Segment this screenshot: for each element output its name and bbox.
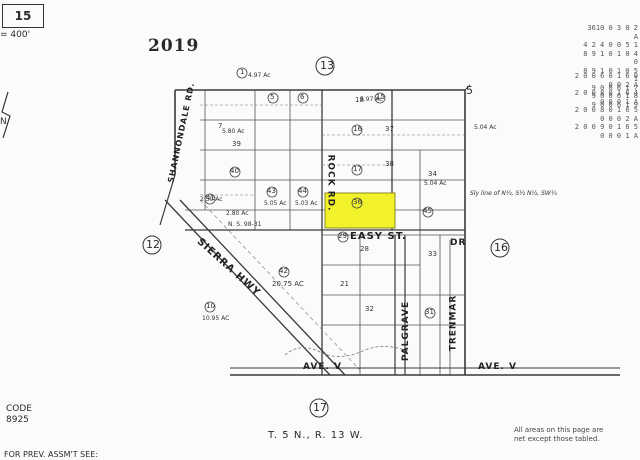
parcel-45: 45 <box>423 207 432 215</box>
code-value: 8925 <box>6 415 29 425</box>
parcel-28: 28 <box>360 245 369 253</box>
book-number: 15 <box>14 9 32 23</box>
north-arrow-icon <box>1 91 11 139</box>
acreage-label: 5.80 Ac <box>222 128 245 135</box>
section-south: 17 <box>313 401 327 414</box>
parcel-5: 5 <box>270 93 275 101</box>
road-dr: DR <box>450 238 467 248</box>
prev-assessment-label: FOR PREV. ASSM'T SEE: <box>4 450 99 459</box>
parcel-43: 43 <box>267 187 276 195</box>
code-block: CODE 8925 <box>6 404 32 426</box>
parcel-7: 7 <box>218 122 223 130</box>
parcel-34: 34 <box>428 170 437 178</box>
parcel-16: 16 <box>353 125 362 133</box>
parcel-41: 41 <box>206 194 215 202</box>
parcel-6: 6 <box>300 93 305 101</box>
acreage-label: 5.05 Ac <box>264 200 287 207</box>
parcel-42: 42 <box>279 267 288 275</box>
acreage-label: 20.75 AC <box>272 280 304 288</box>
book-number-box: 15 <box>2 4 44 28</box>
acreage-label: 5.97 Ac <box>360 96 383 103</box>
section-north: 13 <box>320 59 334 72</box>
code-label: CODE <box>6 404 32 414</box>
parcel-36: 36 <box>353 198 362 206</box>
road-easy-st: EASY ST. <box>350 231 407 242</box>
acreage-label: 5.04 Ac <box>474 124 497 131</box>
parcel-15: 15 <box>376 93 385 101</box>
parcel-31: 31 <box>425 308 434 316</box>
road-ave-v-east: AVE. V <box>478 362 517 372</box>
acreage-label: 10.95 AC <box>202 315 230 322</box>
parcel-17: 17 <box>353 165 362 173</box>
parcel-40: 40 <box>230 167 239 175</box>
svg-text:N: N <box>0 117 7 127</box>
ns-label: N. S. 98-31 <box>228 221 262 228</box>
parcel-1: 1 <box>240 68 245 76</box>
section-east: 16 <box>494 241 508 254</box>
section-west: 12 <box>146 238 160 251</box>
parcel-29: 29 <box>338 232 347 240</box>
map-scale: = 400' <box>0 30 31 40</box>
strip-note: Sly line of N½, S½ N½, SW¼ <box>470 190 557 197</box>
road-trenmar: TRENMAR <box>448 294 459 352</box>
road-palgrave: PALGRAVE <box>401 300 412 362</box>
reference-list: 3610 0 3 0 2 A 4 2 4 0 0 5 1 8 9 1 0 1 0… <box>583 24 638 109</box>
acreage-label: 2.80 Ac <box>226 210 249 217</box>
township-range: T. 5 N., R. 13 W. <box>268 430 364 441</box>
area-note: All areas on this page are net except th… <box>514 426 604 443</box>
parcel-37: 37 <box>385 125 394 133</box>
road-rock: ROCK RD. <box>325 154 336 212</box>
acreage-label: 5.04 Ac <box>424 180 447 187</box>
parcel-32: 32 <box>365 305 374 313</box>
acreage-label: 4.97 Ac <box>248 72 271 79</box>
acreage-label: 2.50 Ac <box>200 196 223 203</box>
parcel-39: 39 <box>232 140 241 148</box>
parcel-10: 10 <box>206 302 215 310</box>
parcel-38: 38 <box>385 160 394 168</box>
road-ave-v-west: AVE. V <box>303 362 342 372</box>
parcel-18: 18 <box>355 96 364 104</box>
parcel-44: 44 <box>298 187 307 195</box>
section-corner: 5 <box>466 84 473 97</box>
parcel-21: 21 <box>340 280 349 288</box>
reference-list-2: 2 0 0 6 0 1 6 0 0 0 2 A 2 0 0 8 0 1 6 4 … <box>574 72 638 140</box>
map-year: 2019 <box>148 36 200 56</box>
acreage-label: 5.03 Ac <box>295 200 318 207</box>
parcel-33: 33 <box>428 250 437 258</box>
